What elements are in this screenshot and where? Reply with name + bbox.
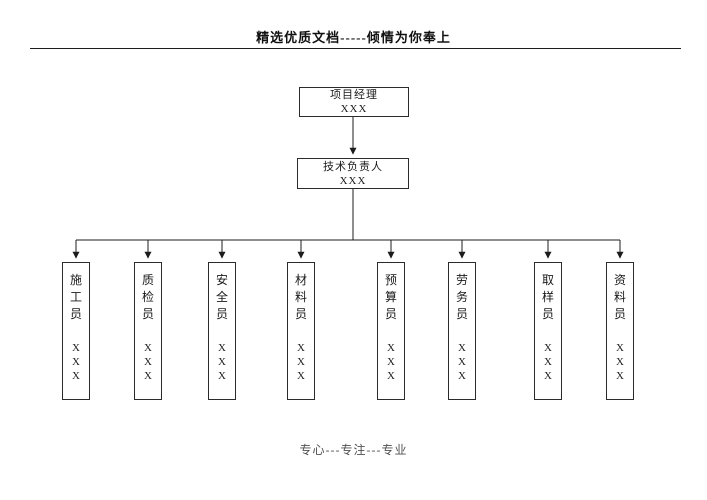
- node-name: XXX: [297, 342, 305, 382]
- node-name: XXX: [72, 342, 80, 382]
- node-name: XXX: [387, 342, 395, 382]
- connector-lines: [72, 117, 624, 259]
- node-name: XXX: [144, 342, 152, 382]
- header-divider: [30, 48, 681, 49]
- org-node-project-manager: 项目经理 XXX: [299, 87, 409, 117]
- org-node-safety-officer: 安全员 XXX: [208, 262, 236, 400]
- node-name: XXX: [544, 342, 552, 382]
- org-node-quality-inspector: 质检员 XXX: [134, 262, 162, 400]
- node-name: XXX: [616, 342, 624, 382]
- org-node-labor-officer: 劳务员 XXX: [448, 262, 476, 400]
- org-node-construction-worker: 施工员 XXX: [62, 262, 90, 400]
- node-name: XXX: [218, 342, 226, 382]
- node-title: 施工员: [69, 273, 82, 321]
- node-title: 质检员: [141, 273, 154, 321]
- node-title: 资料员: [613, 273, 626, 321]
- node-title: 技术负责人: [323, 160, 383, 173]
- node-title: 预算员: [384, 273, 397, 321]
- node-name: XXX: [339, 174, 367, 187]
- org-node-budget-officer: 预算员 XXX: [377, 262, 405, 400]
- node-title: 安全员: [215, 273, 228, 321]
- header-text: 精选优质文档-----倾情为你奉上: [256, 30, 451, 45]
- org-node-document-clerk: 资料员 XXX: [606, 262, 634, 400]
- node-name: XXX: [458, 342, 466, 382]
- node-title: 取样员: [541, 273, 554, 321]
- org-node-technical-director: 技术负责人 XXX: [297, 158, 409, 189]
- org-node-material-clerk: 材料员 XXX: [287, 262, 315, 400]
- org-node-sampler: 取样员 XXX: [534, 262, 562, 400]
- node-name: XXX: [340, 103, 368, 115]
- node-title: 项目经理: [330, 89, 378, 101]
- node-title: 劳务员: [455, 273, 468, 321]
- footer-text: 专心---专注---专业: [299, 443, 408, 457]
- node-title: 材料员: [294, 273, 307, 321]
